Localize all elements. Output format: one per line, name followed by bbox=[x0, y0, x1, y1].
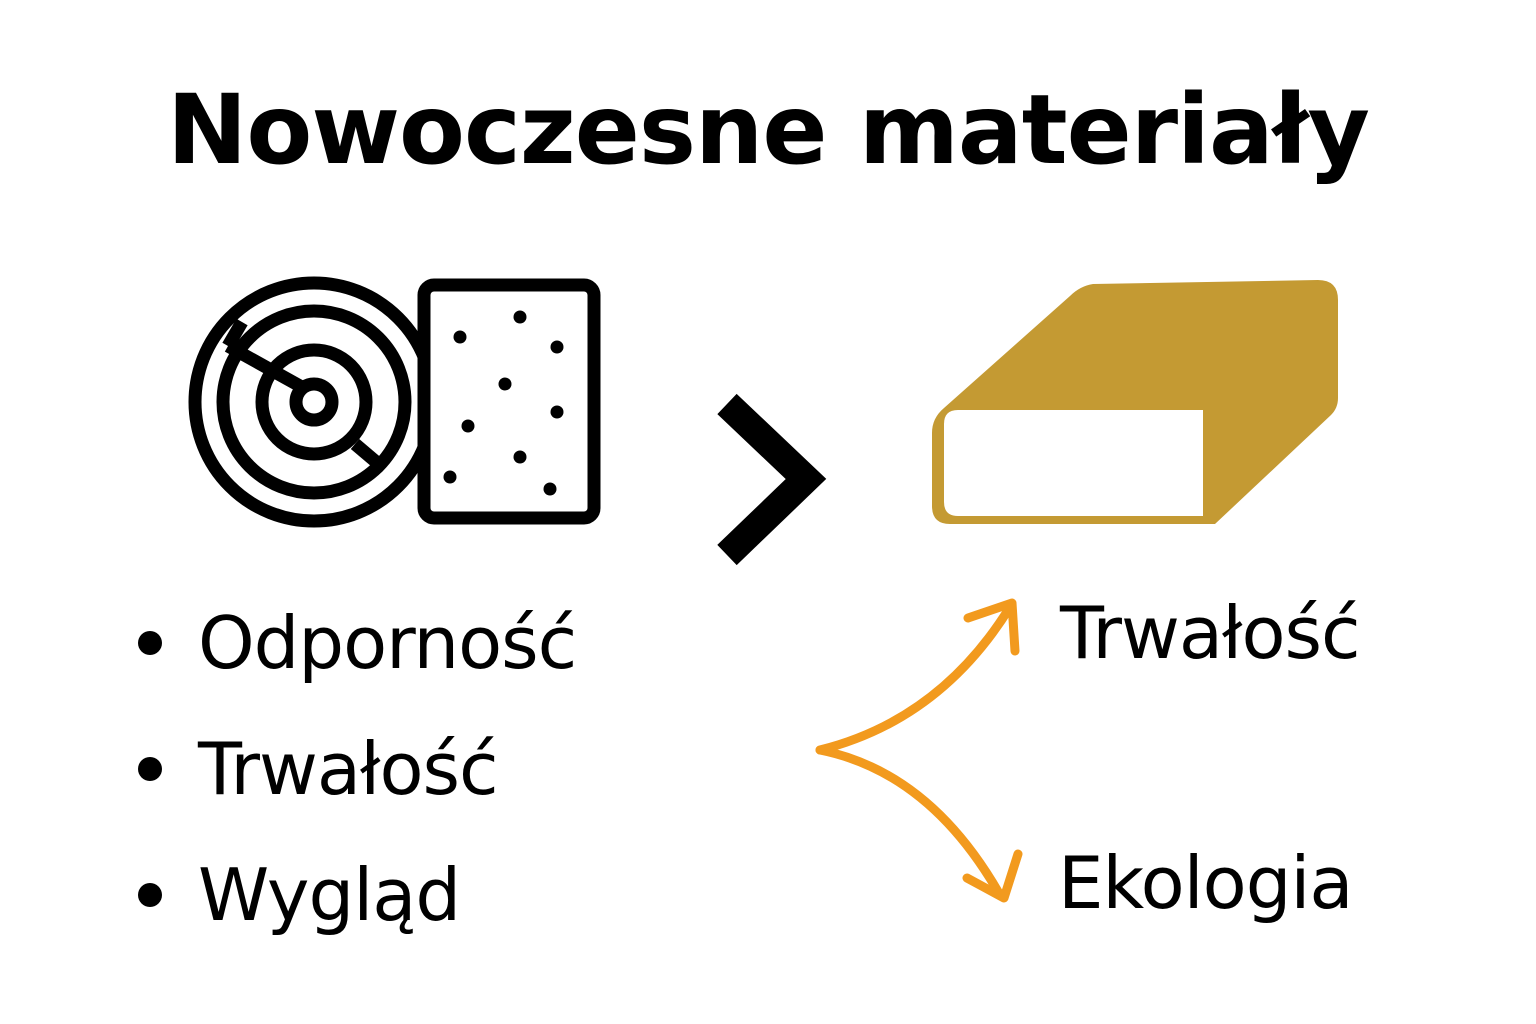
page-title: Nowoczesne materiały bbox=[167, 74, 1370, 186]
list-item: Odporność bbox=[130, 580, 690, 706]
property-label: Wygląd bbox=[198, 853, 461, 937]
chevron-right-icon bbox=[717, 393, 827, 566]
arrow-head-ecology bbox=[962, 849, 1023, 903]
bullet-icon bbox=[138, 631, 162, 655]
left-properties-list: Odporność Trwałość Wygląd bbox=[130, 580, 690, 958]
property-label: Odporność bbox=[198, 601, 577, 685]
arrow-to-ecology bbox=[815, 745, 1005, 900]
arrow-to-durability bbox=[815, 602, 1015, 755]
list-item: Trwałość bbox=[130, 706, 690, 832]
benefit-durability: Trwałość bbox=[1060, 591, 1361, 675]
branch-arrows bbox=[815, 598, 1023, 903]
porous-stone-icon bbox=[417, 278, 601, 525]
property-label: Trwałość bbox=[198, 727, 499, 811]
benefit-ecology: Ekologia bbox=[1058, 841, 1354, 925]
wood-rings-icon bbox=[188, 276, 440, 528]
arrow-head-durability bbox=[963, 598, 1020, 656]
bullet-icon bbox=[138, 757, 162, 781]
list-item: Wygląd bbox=[130, 832, 690, 958]
composite-block-icon bbox=[932, 280, 1338, 524]
bullet-icon bbox=[138, 883, 162, 907]
